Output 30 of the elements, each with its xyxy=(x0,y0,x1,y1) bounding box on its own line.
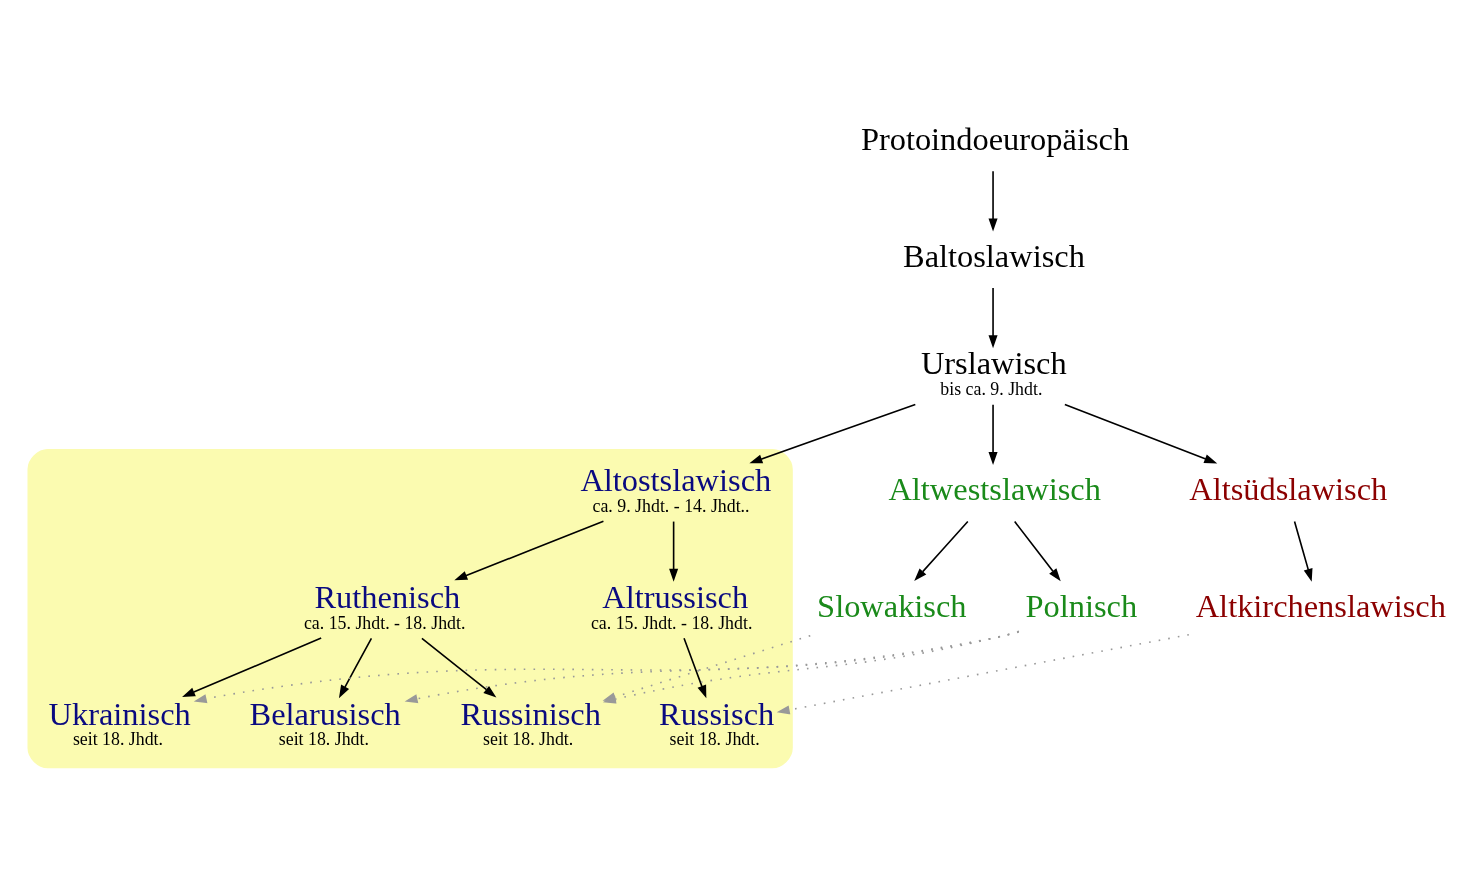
arrow xyxy=(669,520,679,582)
arrow xyxy=(421,637,497,698)
arrow xyxy=(182,637,322,698)
node-text: Altsüdslawisch xyxy=(1189,471,1388,508)
node-text: Altkirchenslawisch xyxy=(1195,587,1446,624)
node-text: Slowakisch xyxy=(817,587,967,624)
arrow xyxy=(338,637,373,699)
node-text: Polnisch xyxy=(1025,587,1138,624)
node-text: Altrussisch ca. 15. Jhdt. - 18. Jhdt. xyxy=(590,578,753,633)
node-text: Urslawisch bis ca. 9. Jhdt. xyxy=(920,345,1067,400)
arrow xyxy=(454,520,605,581)
node-text: Protoindoeuropäisch xyxy=(860,120,1130,157)
arrow xyxy=(988,404,998,465)
arrow xyxy=(988,170,998,232)
arrow xyxy=(1013,520,1061,582)
node-text: Ukrainisch seit 18. Jhdt. xyxy=(48,695,191,750)
node-text: Russinisch seit 18. Jhdt. xyxy=(460,695,601,750)
node-text: Altostslawisch ca. 9. Jhdt. - 14. Jhdt.. xyxy=(580,462,772,516)
arrow xyxy=(749,403,917,464)
node-text: Altwestslawisch xyxy=(888,471,1101,508)
arrow xyxy=(914,520,969,582)
arrow xyxy=(988,287,998,349)
node-text: Russisch seit 18. Jhdt. xyxy=(659,695,775,750)
arrow xyxy=(1064,403,1218,464)
arrow xyxy=(1293,520,1313,582)
arrow xyxy=(683,637,707,699)
arrow xyxy=(776,633,1190,715)
node-text: Baltoslawisch xyxy=(903,237,1085,274)
node-text: Ruthenisch ca. 15. Jhdt. - 18. Jhdt. xyxy=(303,578,466,633)
node-text: Belarusisch seit 18. Jhdt. xyxy=(249,695,401,750)
